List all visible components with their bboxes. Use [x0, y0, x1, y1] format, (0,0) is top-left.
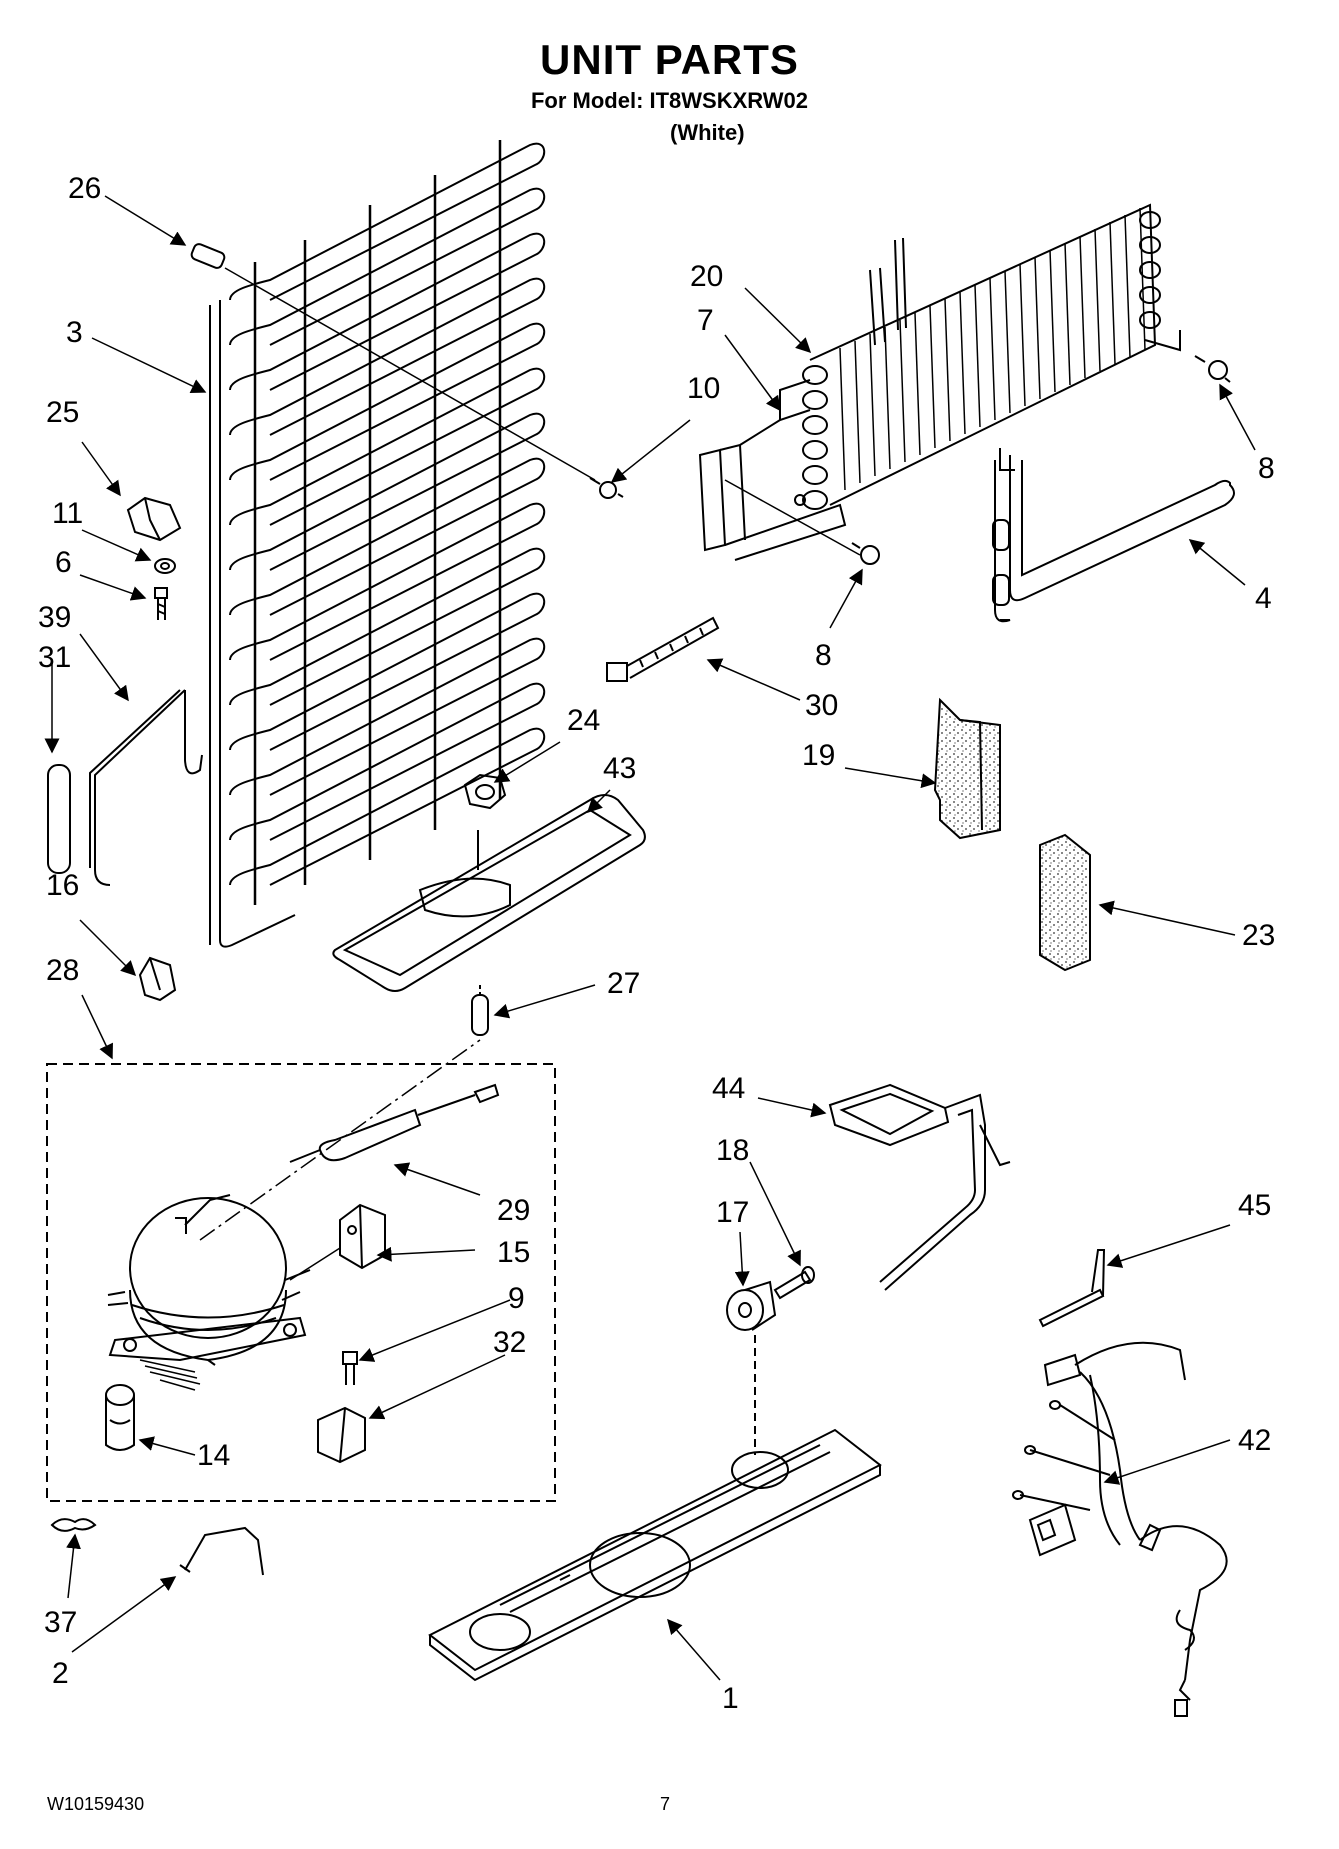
callout-30: 30 [805, 689, 838, 722]
callout-3: 3 [66, 316, 83, 349]
callout-18: 18 [716, 1134, 749, 1167]
callout-28: 28 [46, 954, 79, 987]
part-39-wire [89, 689, 203, 886]
callout-14: 14 [197, 1439, 230, 1472]
part-19-foam-block [933, 697, 1001, 840]
callout-23: 23 [1242, 919, 1275, 952]
callout-9: 9 [508, 1282, 525, 1315]
part-37-plug [50, 1518, 97, 1532]
part-24-nut [463, 773, 507, 810]
part-29-drier [199, 1039, 500, 1241]
condenser-serpentine [229, 142, 546, 886]
callout-44: 44 [712, 1072, 745, 1105]
part-27-tube [471, 985, 489, 1036]
compressor-body [107, 1194, 311, 1366]
part-45-tube [1038, 1249, 1106, 1328]
callout-43: 43 [603, 752, 636, 785]
page-header: UNIT PARTS For Model: IT8WSKXRW02 (White… [0, 0, 1339, 150]
callout-31: 31 [38, 641, 71, 674]
part-23-foam-block [1039, 833, 1091, 972]
callout-2: 2 [52, 1657, 69, 1690]
evaporator-assembly [802, 203, 1181, 510]
callout-7: 7 [697, 304, 714, 337]
part-14-grommet [105, 1384, 135, 1451]
callout-17: 17 [716, 1196, 749, 1229]
callout-37: 37 [44, 1606, 77, 1639]
part-4-defrost-heater [992, 448, 1235, 623]
callout-11: 11 [52, 497, 83, 530]
part-15-relay [289, 1203, 386, 1281]
callout-1: 1 [722, 1682, 739, 1715]
callout-19: 19 [802, 739, 835, 772]
callout-20: 20 [690, 260, 723, 293]
leader-lines [44, 195, 1256, 1681]
callout-27: 27 [607, 967, 640, 1000]
callout-6: 6 [55, 546, 72, 579]
callout-24: 24 [567, 704, 600, 737]
callout-42: 42 [1238, 1424, 1271, 1457]
callout-10: 10 [687, 372, 720, 405]
callout-39: 39 [38, 601, 71, 634]
callout-29: 29 [497, 1194, 530, 1227]
part-1-base-plate [428, 1428, 882, 1682]
part-11-washer [154, 558, 176, 574]
part-7-bracket [698, 379, 847, 561]
part-18-bolt [773, 1266, 815, 1300]
part-10-screw [589, 477, 624, 499]
model-line: For Model: IT8WSKXRW02 [530, 88, 809, 113]
callout-45: 45 [1238, 1189, 1271, 1222]
part-2-wire [179, 1526, 264, 1576]
part-9-screw [342, 1351, 358, 1385]
callout-8-upper: 8 [1258, 452, 1275, 485]
callout-numbers: 26 3 25 11 6 39 31 16 28 20 7 10 8 8 4 3… [38, 172, 1275, 1715]
part-43-drain-pan [332, 794, 646, 992]
part-42-wire-harness [1012, 1341, 1228, 1717]
part-32-capacitor [317, 1406, 366, 1464]
document-number: W10159430 [47, 1794, 145, 1814]
evaporator-return-bends [802, 211, 1161, 510]
callout-25: 25 [46, 396, 79, 429]
part-30-cable-tie [606, 616, 720, 682]
part-26-spacer [190, 243, 596, 481]
part-6-screw [154, 587, 168, 620]
page-number: 7 [660, 1794, 671, 1814]
part-28-compressor-kit [46, 1063, 556, 1502]
page-title: UNIT PARTS [540, 36, 799, 83]
part-44-tube [828, 1083, 1011, 1291]
callout-15: 15 [497, 1236, 530, 1269]
condenser-coil [209, 140, 546, 948]
callout-16: 16 [46, 869, 79, 902]
part-16-clip [138, 956, 177, 1002]
part-8-screw-upper [1194, 355, 1231, 383]
callout-32: 32 [493, 1326, 526, 1359]
condenser-wires [253, 140, 502, 905]
evaporator-fins [839, 207, 1146, 491]
part-25-bracket [126, 496, 182, 542]
callout-4: 4 [1255, 582, 1272, 615]
callout-26: 26 [68, 172, 101, 205]
color-line: (White) [670, 120, 745, 145]
part-8-screw-lower [724, 479, 880, 565]
part-17-grommet [726, 1280, 777, 1455]
part-31-tube [47, 764, 71, 874]
compressor-spring [139, 1359, 201, 1391]
callout-8-lower: 8 [815, 639, 832, 672]
